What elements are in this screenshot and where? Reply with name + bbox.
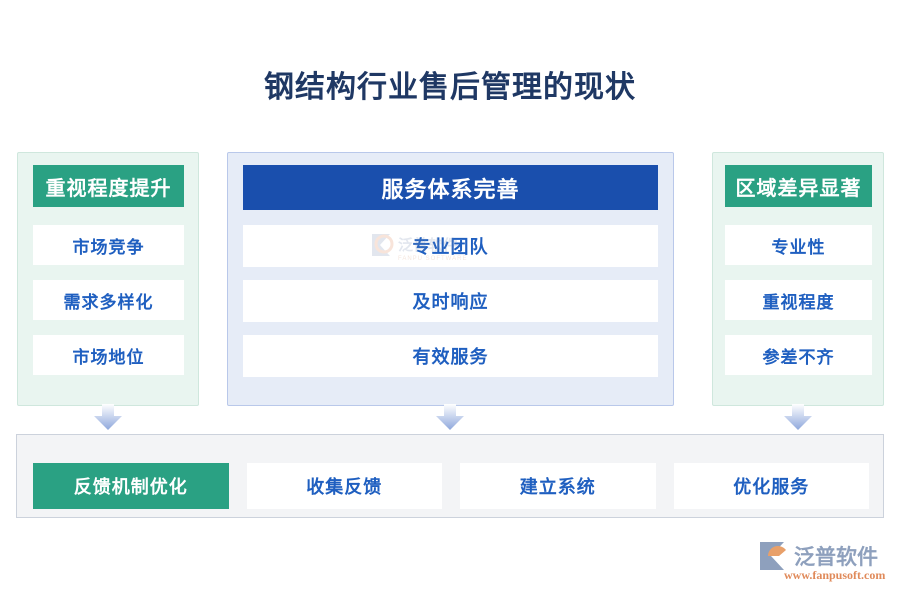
column-panel-center: 服务体系完善 专业团队 及时响应 有效服务 <box>227 152 674 406</box>
brand-logo-name: 泛普软件 <box>794 545 878 569</box>
bottom-row: 反馈机制优化 收集反馈 建立系统 优化服务 <box>33 463 869 509</box>
column-left-item-1[interactable]: 市场竞争 <box>33 225 184 265</box>
column-center-item-1[interactable]: 专业团队 <box>243 225 658 267</box>
column-header-left: 重视程度提升 <box>33 165 184 207</box>
column-right-item-1[interactable]: 专业性 <box>725 225 872 265</box>
brand-logo-url: www.fanpusoft.com <box>784 568 885 582</box>
down-arrow-center-icon <box>436 404 464 430</box>
column-left-item-2[interactable]: 需求多样化 <box>33 280 184 320</box>
column-center-item-3[interactable]: 有效服务 <box>243 335 658 377</box>
bottom-panel: 反馈机制优化 收集反馈 建立系统 优化服务 <box>16 434 884 518</box>
three-column-band: 重视程度提升 市场竞争 需求多样化 市场地位 服务体系完善 专业团队 及时响应 … <box>0 152 900 456</box>
column-header-right: 区域差异显著 <box>725 165 872 207</box>
bottom-cell-4[interactable]: 优化服务 <box>673 463 869 509</box>
column-header-center: 服务体系完善 <box>243 165 658 210</box>
page-title: 钢结构行业售后管理的现状 <box>264 71 636 104</box>
bottom-cell-3[interactable]: 建立系统 <box>460 463 656 509</box>
column-left-item-3[interactable]: 市场地位 <box>33 335 184 375</box>
column-right-item-3[interactable]: 参差不齐 <box>725 335 872 375</box>
column-panel-right: 区域差异显著 专业性 重视程度 参差不齐 <box>712 152 884 406</box>
bottom-cell-2[interactable]: 收集反馈 <box>246 463 442 509</box>
column-right-item-2[interactable]: 重视程度 <box>725 280 872 320</box>
down-arrow-right-icon <box>784 404 812 430</box>
column-center-item-2[interactable]: 及时响应 <box>243 280 658 322</box>
column-panel-left: 重视程度提升 市场竞争 需求多样化 市场地位 <box>17 152 199 406</box>
bottom-cell-1[interactable]: 反馈机制优化 <box>33 463 229 509</box>
down-arrow-left-icon <box>94 404 122 430</box>
brand-logo: 泛普软件 www.fanpusoft.com <box>758 536 890 582</box>
